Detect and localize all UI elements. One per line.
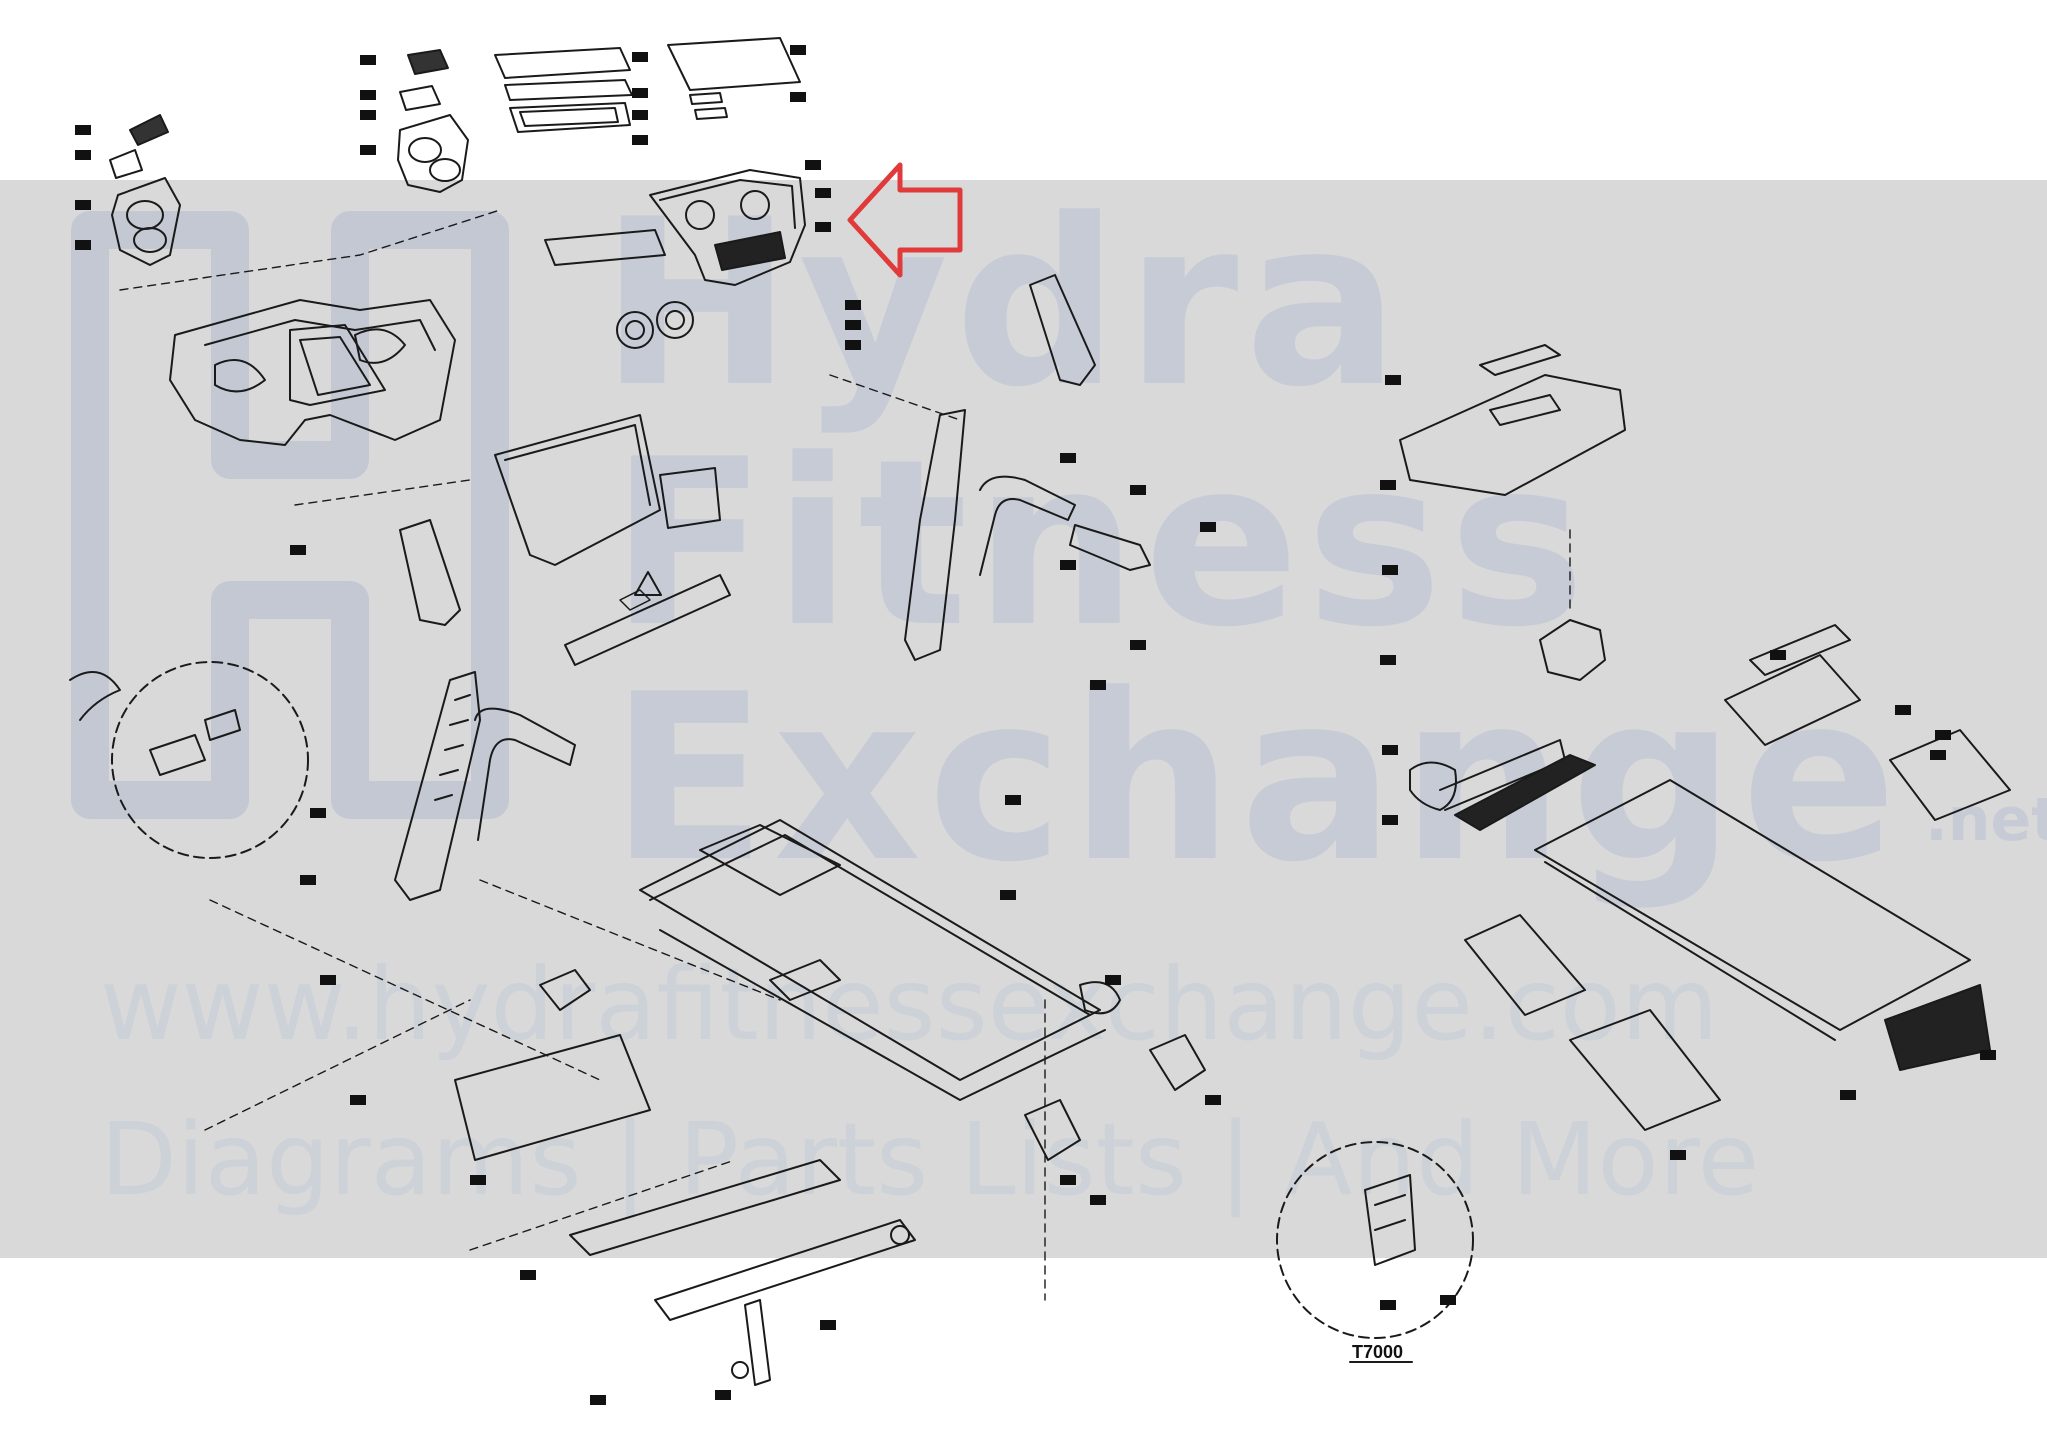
motor-hood xyxy=(1399,344,1626,496)
drive-motor xyxy=(1409,619,1606,811)
crossbar xyxy=(564,574,731,666)
watermark-url: www.hydrafitnessexchange.com xyxy=(100,946,1719,1063)
handlebars xyxy=(474,475,1151,841)
end-caps xyxy=(1024,1034,1206,1161)
leader-lines xyxy=(119,209,1571,1301)
speakers xyxy=(616,301,694,349)
detail-view-circle xyxy=(1276,1141,1474,1339)
main-frame xyxy=(639,819,1121,1101)
warning-icon xyxy=(634,571,662,596)
deck xyxy=(1534,779,1971,1041)
lift-motor xyxy=(454,969,651,1161)
overlay-sheet xyxy=(667,37,801,120)
watermark-fitness: Fitness xyxy=(610,411,1592,678)
part-callouts xyxy=(75,45,1996,1405)
wiring-detail-circle xyxy=(69,661,309,859)
left-cup-holder xyxy=(109,114,181,266)
watermark-tagline: Diagrams | Parts Lists | And More xyxy=(100,1101,1760,1218)
left-upright xyxy=(394,519,481,901)
center-trays xyxy=(494,47,633,133)
console-housing xyxy=(544,169,806,286)
right-cup-holder xyxy=(397,49,469,193)
watermark-hydra: Hydra xyxy=(600,171,1406,438)
right-upright xyxy=(904,274,1096,661)
watermark-logo-icon xyxy=(71,211,509,819)
detail-view-label: T7000 xyxy=(1352,1342,1403,1362)
incline-frame xyxy=(569,1159,916,1386)
highlight-arrow-icon xyxy=(847,162,963,278)
running-belt xyxy=(1454,754,1991,1071)
console-cover xyxy=(169,299,456,446)
console-bracket xyxy=(494,414,721,566)
